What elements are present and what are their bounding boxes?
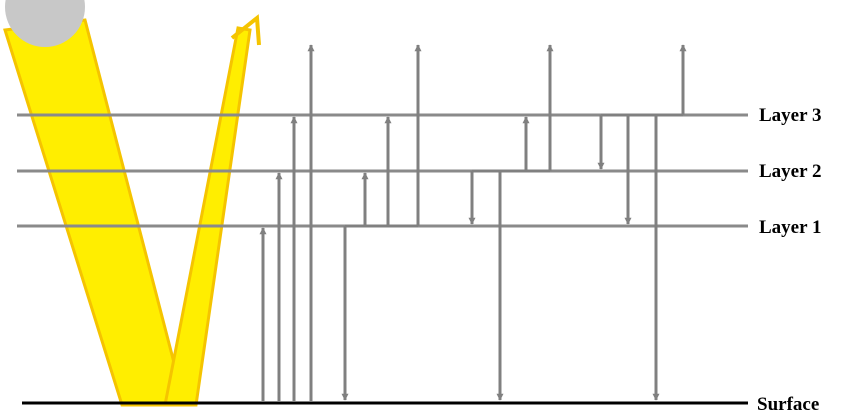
layer-1-label: Layer 1 <box>759 217 821 238</box>
incoming-sunbeam <box>3 18 187 407</box>
layer-3-label: Layer 3 <box>759 105 821 126</box>
reflected-sunbeam-arrowhead <box>230 14 261 46</box>
surface-label: Surface <box>757 394 819 415</box>
sun-icon <box>5 0 85 47</box>
layer-2-label: Layer 2 <box>759 161 821 182</box>
reflected-sunbeam <box>163 26 252 407</box>
